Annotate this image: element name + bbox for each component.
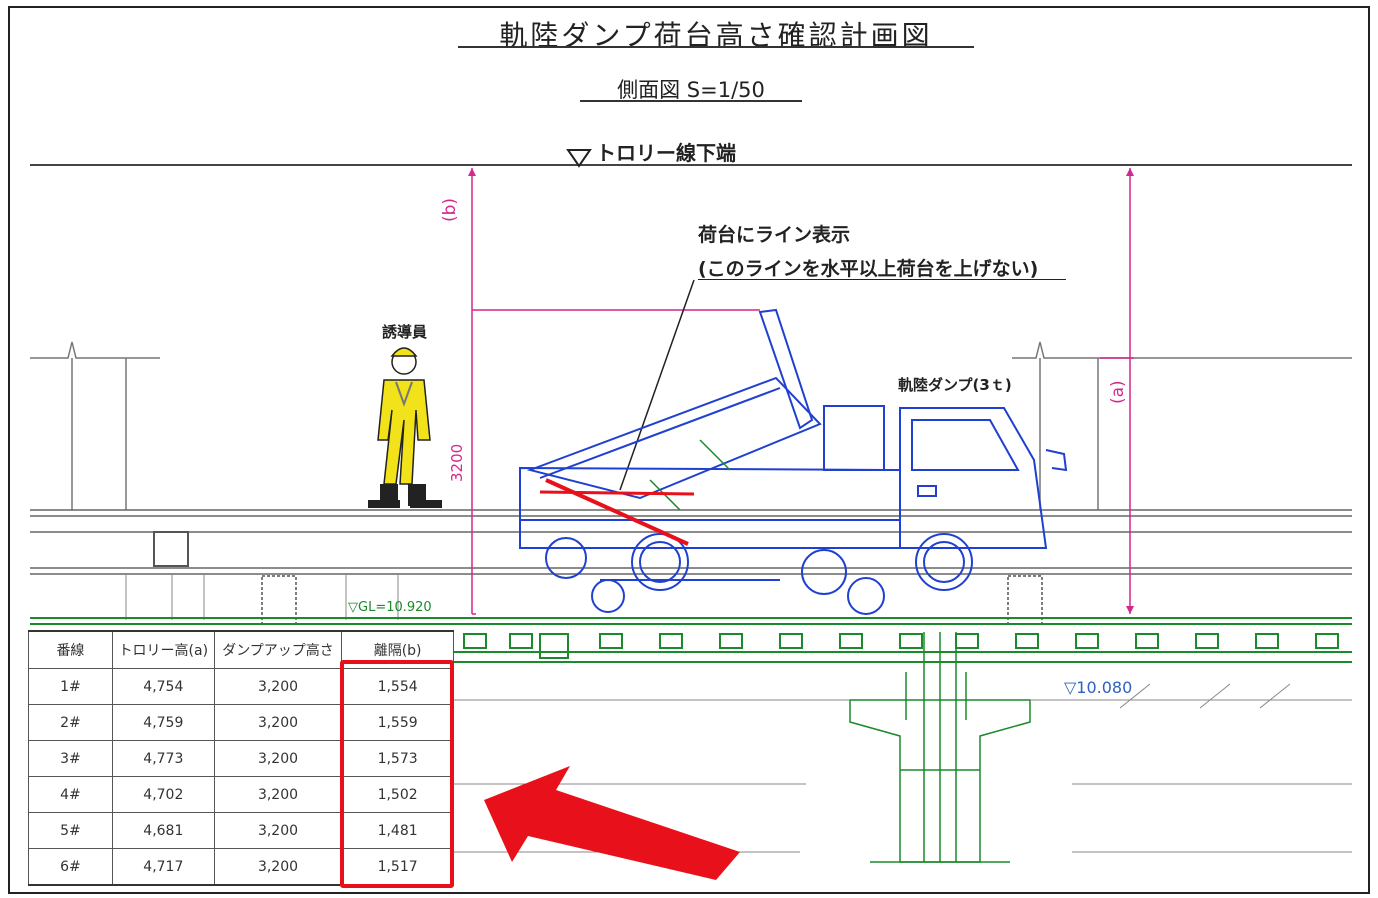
table-cell: 6# [28, 848, 113, 886]
red-arrow-icon [484, 766, 740, 880]
pier [849, 632, 1031, 863]
insulator-right [1007, 575, 1043, 625]
cargo-level-line [539, 490, 695, 496]
dimension-b-label: (b) [440, 197, 460, 222]
tilt-markers [649, 439, 731, 511]
table-cell: 4,759 [111, 704, 215, 741]
cargo-line-marker [545, 478, 689, 546]
dim-arrow-icon [468, 168, 476, 176]
drawing-frame [8, 6, 1370, 894]
table-cell: 3,200 [213, 704, 343, 741]
table-cell: 5# [28, 812, 113, 849]
table-cell: 3,200 [213, 776, 343, 813]
cargo-line-label: 荷台にライン表示 [698, 224, 851, 246]
dimension-3200-label: 3200 [448, 443, 466, 482]
table-cell: 1,481 [341, 812, 454, 849]
table-cell: 3,200 [213, 668, 343, 705]
background-structures [30, 341, 1352, 510]
sleepers [463, 633, 1339, 659]
table-cell: 3,200 [213, 848, 343, 886]
guide-worker-icon [368, 347, 442, 508]
dimension-lines [471, 168, 1134, 615]
posts [125, 574, 1041, 620]
cargo-line-note: (このラインを水平以上荷台を上げない) [698, 258, 1039, 280]
table-header: ダンプアップ高さ [213, 630, 343, 669]
cargo-note-underline [698, 279, 1066, 280]
clearance-table: 番線 トロリー高(a) ダンプアップ高さ 離隔(b) 1# 4,754 3,20… [28, 630, 454, 886]
table-cell: 4,702 [111, 776, 215, 813]
table-cell: 4# [28, 776, 113, 813]
table-header: トロリー高(a) [111, 630, 215, 669]
clearance-highlight-box [340, 660, 454, 888]
deck-lines [30, 509, 1352, 575]
trolley-line-label: トロリー線下端 [596, 141, 736, 165]
ground-level-label: ▽GL=10.920 [348, 600, 432, 615]
table-row: 6# 4,717 3,200 1,517 [28, 848, 454, 886]
table-cell: 1,517 [341, 848, 454, 886]
insulator-left [261, 575, 297, 625]
dump-truck-label: 軌陸ダンプ(3ｔ) [898, 376, 1012, 394]
title-underline [458, 46, 974, 48]
table-cell: 3# [28, 740, 113, 777]
guide-worker-label: 誘導員 [382, 323, 428, 341]
leader-line [619, 279, 695, 491]
table-row: 5# 4,681 3,200 1,481 [28, 812, 454, 849]
table-row: 3# 4,773 3,200 1,573 [28, 740, 454, 777]
rail-support [153, 531, 189, 567]
table-cell: 2# [28, 704, 113, 741]
table-cell: 4,773 [111, 740, 215, 777]
table-cell: 1# [28, 668, 113, 705]
table-row: 1# 4,754 3,200 1,554 [28, 668, 454, 705]
drawing-subtitle: 側面図 S=1/50 [617, 78, 765, 102]
level-label: ▽10.080 [1064, 678, 1133, 697]
table-cell: 4,754 [111, 668, 215, 705]
subtitle-underline [580, 100, 802, 102]
table-header: 番線 [28, 630, 113, 669]
table-cell: 3,200 [213, 740, 343, 777]
dimension-a-label: (a) [1108, 380, 1128, 404]
trolley-marker-icon [566, 149, 592, 168]
dim-arrow-icon [1126, 606, 1134, 614]
dim-arrow-icon [1126, 168, 1134, 176]
dump-truck-icon [519, 308, 1068, 615]
table-cell: 4,681 [111, 812, 215, 849]
table-cell: 4,717 [111, 848, 215, 886]
track [30, 617, 1352, 663]
table-cell: 3,200 [213, 812, 343, 849]
